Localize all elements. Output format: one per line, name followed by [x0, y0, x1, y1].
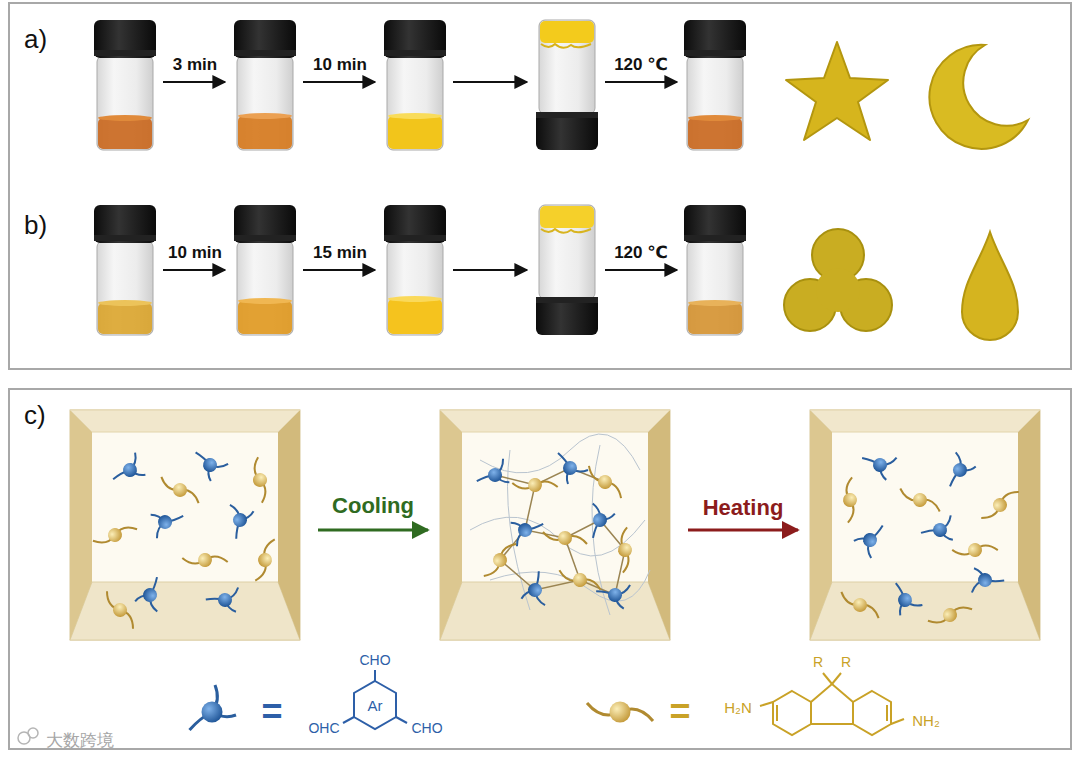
temperature-label: 120 ℃ [614, 56, 668, 73]
group-label: R [841, 655, 851, 669]
panel-letter: a) [24, 24, 47, 55]
group-label: CHO [359, 653, 390, 667]
watermark: 大数跨境 [46, 732, 114, 749]
group-label: Ar [368, 698, 383, 713]
panel-letter: b) [24, 210, 47, 241]
time-label: 10 min [168, 244, 222, 261]
time-label: 15 min [313, 244, 367, 261]
equals-sign: = [261, 694, 282, 730]
group-label: OHC [308, 721, 339, 735]
group-label: R [813, 655, 823, 669]
equals-sign: = [669, 694, 690, 730]
group-label: H₂N [724, 700, 752, 715]
time-label: 3 min [173, 56, 217, 73]
group-label: NH₂ [912, 713, 940, 728]
panel-letter: c) [24, 400, 46, 431]
panel-frame: c) [8, 388, 1072, 750]
process-label: Heating [703, 497, 784, 519]
group-label: CHO [411, 721, 442, 735]
time-label: 10 min [313, 56, 367, 73]
temperature-label: 120 ℃ [614, 244, 668, 261]
process-label: Cooling [332, 495, 414, 517]
panel-frame: a) b) [8, 2, 1072, 370]
